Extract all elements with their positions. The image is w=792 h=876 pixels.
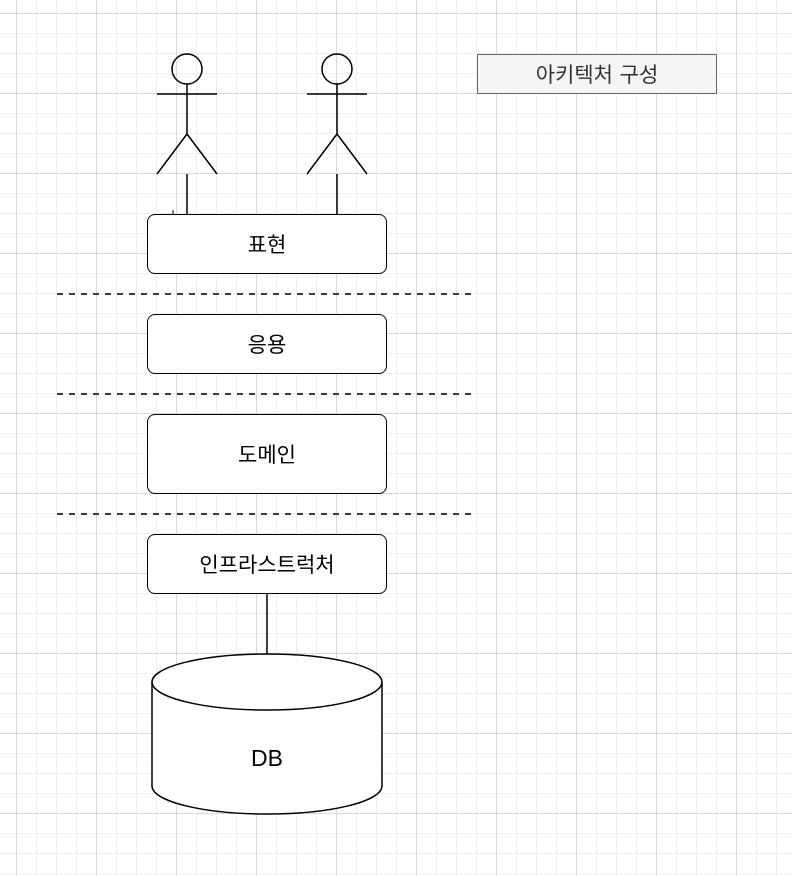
layer-label-infrastructure: 인프라스트럭처	[199, 553, 335, 577]
layer-label-domain: 도메인	[238, 443, 296, 467]
actor-1-head	[171, 53, 203, 85]
layer-box-application: 응용	[147, 314, 387, 374]
actor-2-stick-figure-icon	[306, 53, 368, 175]
layer-box-presentation: 표현	[147, 214, 387, 274]
diagram-title-box: 아키텍처 구성	[477, 54, 717, 94]
actor-1-right-leg	[186, 133, 218, 175]
layer-box-infrastructure: 인프라스트럭처	[147, 534, 387, 594]
actor-2-right-leg	[336, 133, 368, 175]
actor-1-stick-figure-icon	[156, 53, 218, 175]
layer-box-domain: 도메인	[147, 414, 387, 494]
database-cylinder-icon	[151, 653, 383, 815]
layer-label-presentation: 표현	[247, 233, 287, 257]
layer-label-application: 응용	[247, 333, 287, 357]
actor-2-left-leg	[306, 133, 338, 175]
database-top	[151, 653, 383, 711]
diagram-title: 아키텍처 구성	[535, 63, 659, 87]
database-label: DB	[251, 744, 283, 771]
actor-2-head	[321, 53, 353, 85]
database-body	[151, 682, 383, 815]
actor-1-left-leg	[156, 133, 188, 175]
